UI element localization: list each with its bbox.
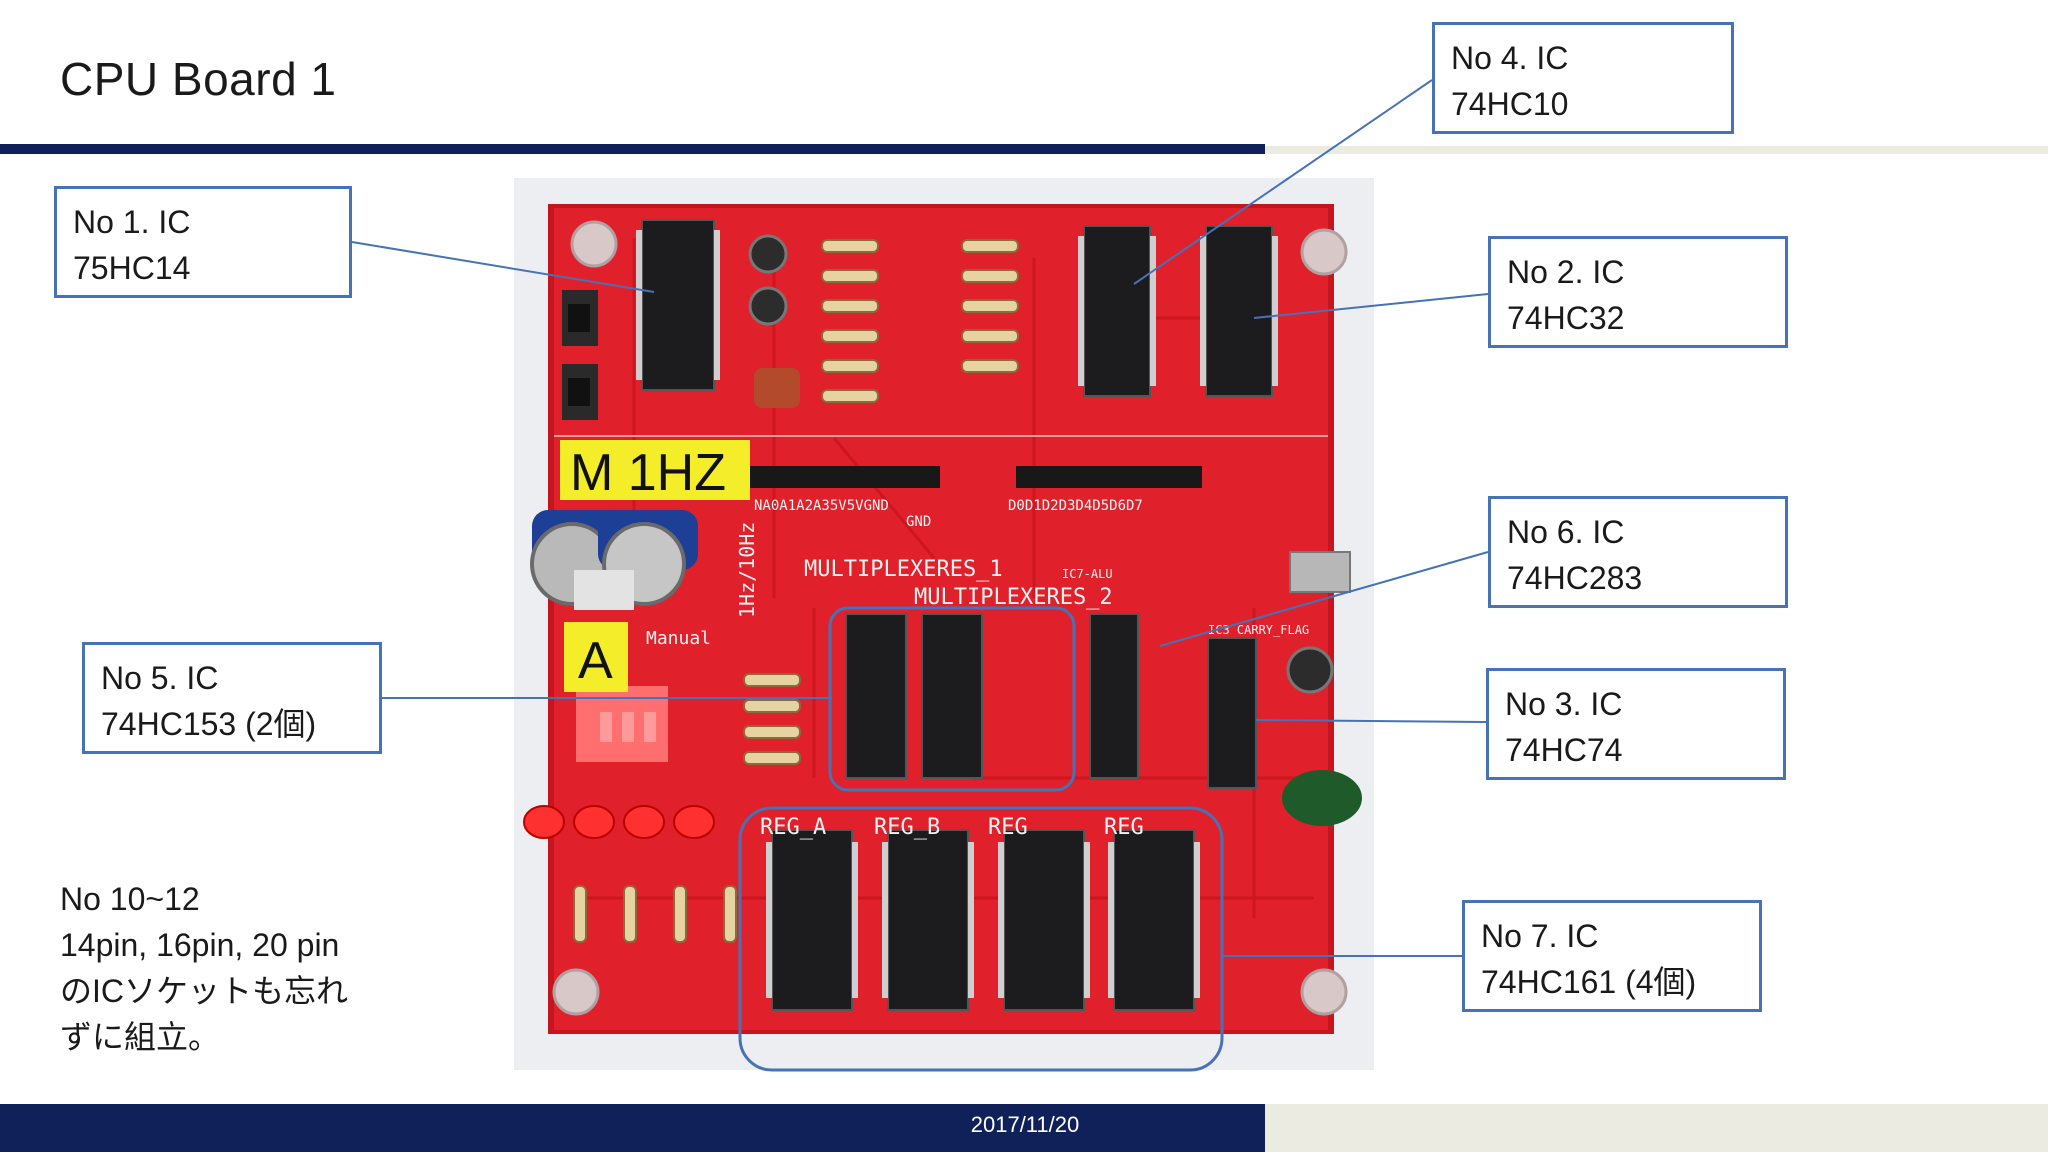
callout-no3-line2: 74HC74	[1505, 732, 1623, 768]
socket-note: No 10~12 14pin, 16pin, 20 pin のICソケットも忘れ…	[60, 876, 348, 1060]
callout-no6-line2: 74HC283	[1507, 560, 1643, 596]
callout-no6-line1: No 6. IC	[1507, 514, 1625, 550]
callout-no1-line2: 75HC14	[73, 250, 191, 286]
callout-no7: No 7. IC 74HC161 (4個)	[1462, 900, 1762, 1012]
toggle-switches	[530, 510, 698, 610]
callout-no2-line2: 74HC32	[1507, 300, 1625, 336]
callout-no5-line1: No 5. IC	[101, 660, 219, 696]
silk-gnd: GND	[906, 514, 931, 530]
callout-no3-line1: No 3. IC	[1505, 686, 1623, 722]
socket-note-line4: ずに組立。	[60, 1019, 221, 1055]
silk-reg-a: REG_A	[760, 815, 826, 840]
callout-no2: No 2. IC 74HC32	[1488, 236, 1788, 348]
slide-title: CPU Board 1	[60, 53, 337, 105]
header-rule-light	[1265, 146, 2048, 154]
sticker-a-text: A	[578, 632, 613, 690]
silk-reg-4: REG	[1104, 815, 1144, 840]
group-outline-registers	[738, 806, 1224, 1072]
silk-1hz-10hz: 1Hz/10Hz	[735, 522, 759, 618]
silk-mux2: MULTIPLEXERES_2	[914, 585, 1113, 610]
header-rule-dark	[0, 144, 1265, 154]
callout-no6: No 6. IC 74HC283	[1488, 496, 1788, 608]
footer-bar-light	[1265, 1104, 2048, 1152]
sticker-a	[564, 622, 628, 692]
callout-no7-line1: No 7. IC	[1481, 918, 1599, 954]
silk-pins-left: NA0A1A2A35V5VGND	[754, 498, 889, 514]
callout-no5-line2: 74HC153 (2個)	[101, 706, 317, 742]
silk-reg-b: REG_B	[874, 815, 940, 840]
callout-no5: No 5. IC 74HC153 (2個)	[82, 642, 382, 754]
footer-bar-dark	[0, 1104, 1265, 1152]
callout-no2-line1: No 2. IC	[1507, 254, 1625, 290]
ic-chips	[641, 219, 1273, 1011]
sticker-m1hz	[560, 440, 750, 500]
callout-no1: No 1. IC 75HC14	[54, 186, 352, 298]
cpu-board-photo: M 1HZ A MULTIPLEXERES_1 MULTIPLEXERES_2 …	[514, 178, 1374, 1070]
callout-no3: No 3. IC 74HC74	[1486, 668, 1786, 780]
silk-pins-right: D0D1D2D3D4D5D6D7	[1008, 498, 1143, 514]
silk-reg-3: REG	[988, 815, 1028, 840]
callout-no7-line2: 74HC161 (4個)	[1481, 964, 1697, 1000]
sticker-m1hz-text: M 1HZ	[570, 444, 726, 502]
footer-date: 2017/11/20	[970, 1112, 1080, 1137]
silk-carry: IC3 CARRY_FLAG	[1208, 623, 1309, 637]
silk-manual: Manual	[646, 628, 711, 649]
socket-note-line1: No 10~12	[60, 881, 200, 917]
callout-no4: No 4. IC 74HC10	[1432, 22, 1734, 134]
group-outline-mux	[828, 606, 1076, 792]
callout-no1-line1: No 1. IC	[73, 204, 191, 240]
callout-no4-line2: 74HC10	[1451, 86, 1569, 122]
silk-mux1: MULTIPLEXERES_1	[804, 557, 1003, 582]
silk-alu: IC7-ALU	[1062, 567, 1113, 581]
socket-note-line2: 14pin, 16pin, 20 pin	[60, 927, 340, 963]
callout-no4-line1: No 4. IC	[1451, 40, 1569, 76]
socket-note-line3: のICソケットも忘れ	[60, 973, 349, 1009]
